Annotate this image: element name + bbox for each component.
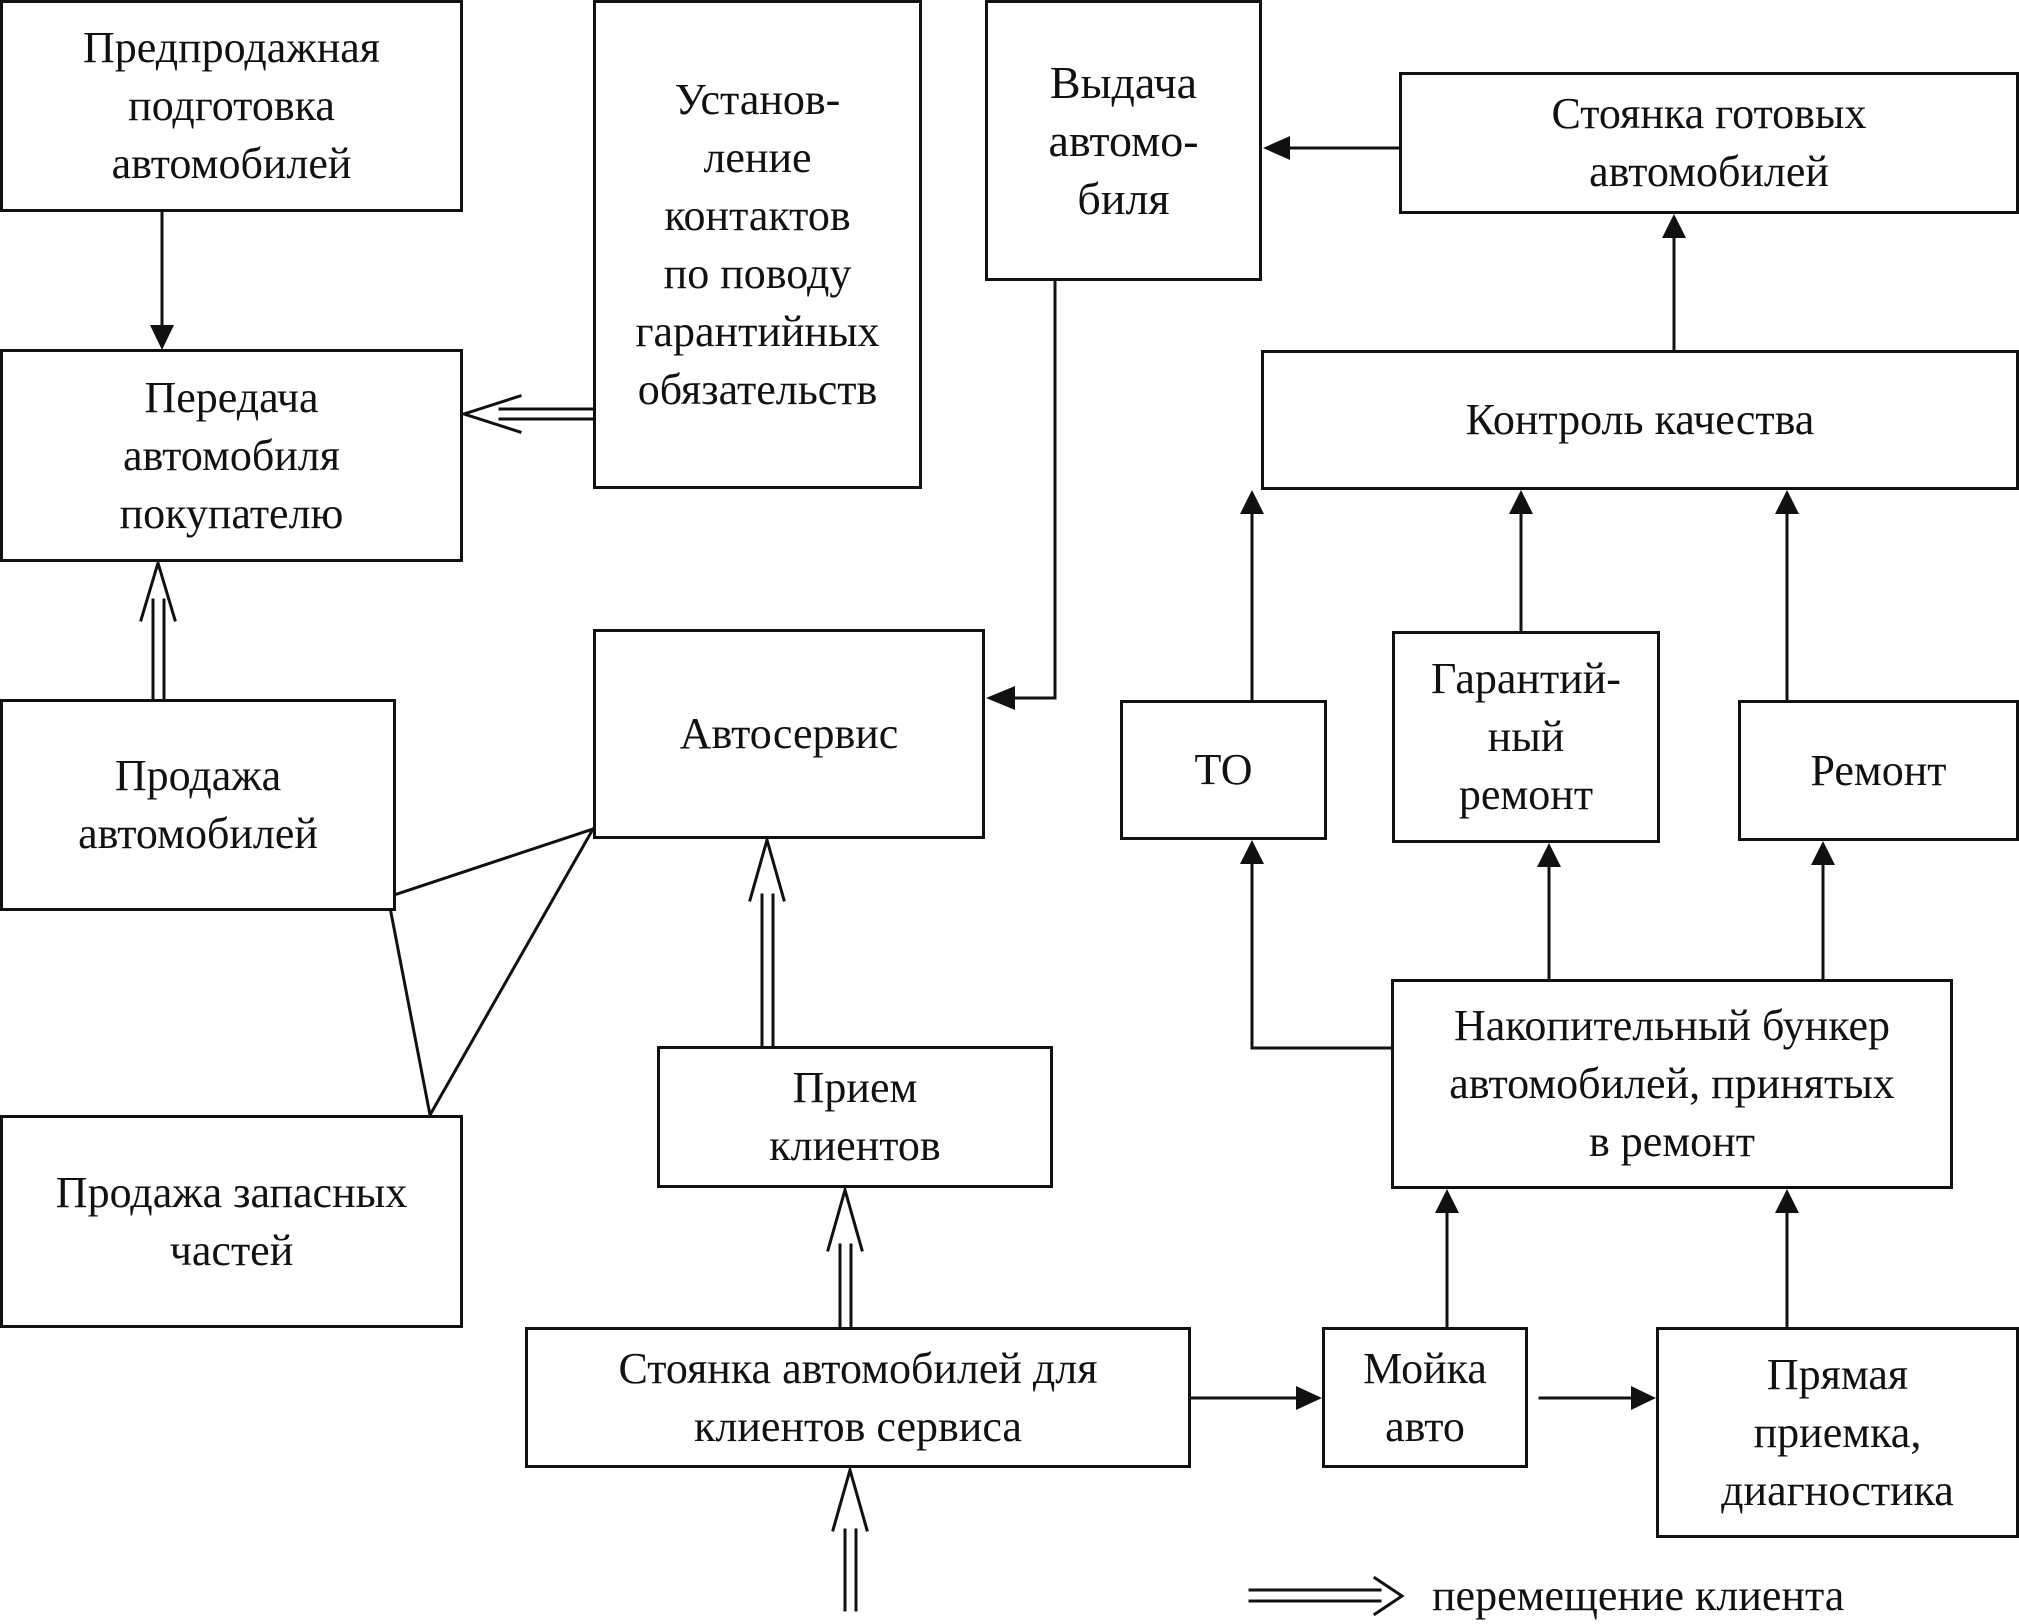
block-stoyanka-gotovyh: Стоянка готовых автомобилей — [1399, 72, 2019, 214]
legend-label: перемещение клиента — [1432, 1571, 1845, 1620]
arrow-vydacha-to-avtoservis — [986, 279, 1057, 710]
block-prodazha-zapchastey: Продажа запасных частей — [0, 1115, 463, 1328]
block-remont: Ремонт — [1738, 700, 2019, 841]
block-to: ТО — [1120, 700, 1327, 840]
double-arrow-stoyanka-to-priem — [826, 1184, 864, 1329]
block-priem-klientov: Прием клиентов — [657, 1046, 1053, 1188]
arrow-moyka-to-nakopitelny — [1435, 1189, 1459, 1329]
block-stoyanka-klientov: Стоянка автомобилей для клиентов сервиса — [525, 1327, 1191, 1468]
arrow-predprodazhnaya-to-peredacha — [150, 210, 174, 350]
double-arrow-incoming-clients — [831, 1464, 869, 1612]
double-arrow-priem-to-avtoservis — [748, 834, 786, 1048]
arrow-stoyanka-gotovyh-to-vydacha — [1263, 136, 1401, 160]
link-triangle — [386, 826, 596, 1118]
arrow-remont-to-kontrol — [1775, 490, 1799, 702]
block-vydacha-avtomobilya: Выдача автомо- биля — [985, 0, 1262, 281]
arrow-pryamaya-to-nakopitelny — [1775, 1189, 1799, 1329]
block-ustanovlenie-kontaktov: Установ- ление контактов по поводу гаран… — [593, 0, 922, 489]
block-peredacha-pokupatelyu: Передача автомобиля покупателю — [0, 349, 463, 562]
arrow-nakopitelny-to-to — [1240, 840, 1393, 1050]
arrow-nakopitelny-to-remont — [1811, 841, 1835, 981]
arrow-to-to-kontrol — [1240, 490, 1264, 702]
block-prodazha-avtomobiley: Продажа автомобилей — [0, 699, 396, 911]
legend-double-arrow-icon — [1248, 1575, 1405, 1617]
arrow-moyka-to-pryamaya — [1538, 1386, 1656, 1410]
block-kontrol-kachestva: Контроль качества — [1261, 350, 2019, 490]
block-garantiyny-remont: Гарантий- ный ремонт — [1392, 631, 1660, 843]
block-moyka-avto: Мойка авто — [1322, 1327, 1528, 1468]
arrow-garantiyny-to-kontrol — [1509, 490, 1533, 633]
double-arrow-ustanovlenie-to-peredacha — [459, 394, 595, 434]
block-pryamaya-priemka: Прямая приемка, диагностика — [1656, 1327, 2019, 1538]
block-nakopitelny-bunker: Накопительный бункер автомобилей, принят… — [1391, 979, 1953, 1189]
block-predprodazhnaya-podgotovka: Предпродажная подготовка автомобилей — [0, 0, 463, 212]
double-arrow-prodazha-to-peredacha — [139, 557, 177, 701]
arrow-nakopitelny-to-garantiyny — [1537, 843, 1561, 981]
block-avtoservis: Автосервис — [593, 629, 985, 839]
arrow-kontrol-to-stoyanka-gotovyh — [1662, 214, 1686, 352]
arrow-stoyanka-to-moyka — [1189, 1386, 1322, 1410]
